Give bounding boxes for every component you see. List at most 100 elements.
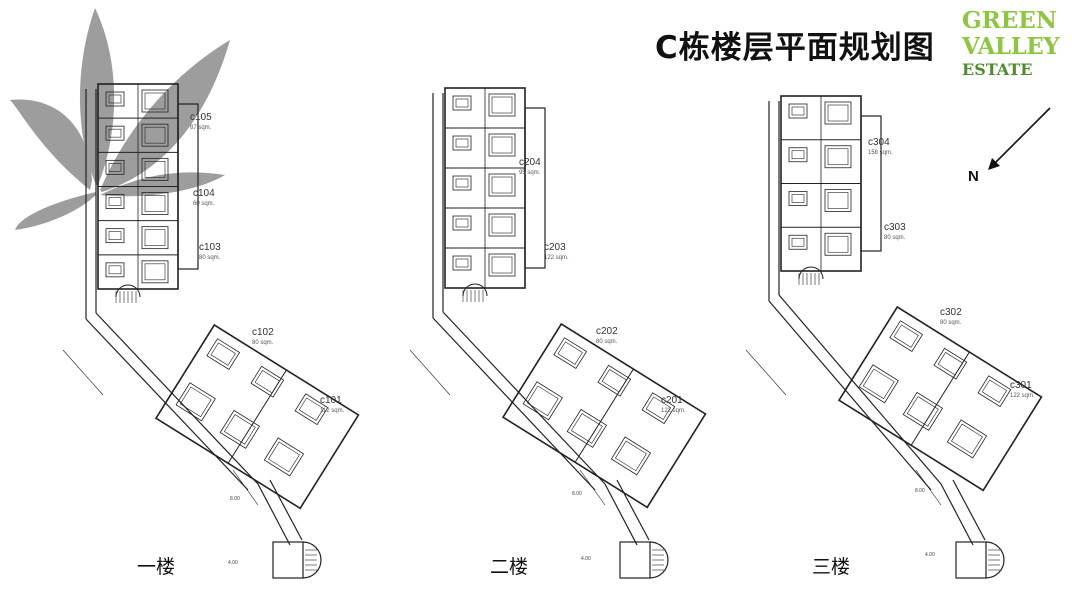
stair-icon	[462, 283, 488, 297]
furniture-icon	[788, 234, 808, 250]
furniture-icon	[141, 89, 169, 113]
furniture-icon	[522, 381, 563, 421]
furniture-icon	[488, 253, 516, 277]
unit-code: c204	[519, 157, 541, 168]
furniture-icon	[141, 260, 169, 284]
furniture-icon	[889, 320, 924, 353]
furniture-icon	[105, 262, 125, 278]
furniture-icon	[824, 189, 852, 212]
furniture-icon	[488, 173, 516, 197]
furniture-icon	[824, 101, 852, 125]
furniture-icon	[175, 382, 216, 422]
unit-code: c302	[940, 307, 962, 318]
dimension-label: 4.00	[581, 556, 591, 562]
dimension-label: 8.00	[915, 488, 925, 494]
furniture-icon	[488, 213, 516, 237]
furniture-icon	[141, 192, 169, 215]
furniture-icon	[263, 437, 305, 477]
dimension-line	[232, 469, 259, 506]
walkway	[616, 479, 650, 541]
dimension-label: 8.00	[572, 491, 582, 497]
page-title: C栋楼层平面规划图	[655, 30, 935, 66]
furniture-icon	[566, 408, 608, 448]
unit-area: 60 sqm.	[193, 201, 215, 207]
furniture-icon	[933, 347, 968, 380]
spiral-stair-icon	[302, 541, 322, 579]
furniture-icon	[788, 147, 808, 163]
furniture-icon	[452, 215, 472, 231]
unit-code: c201	[661, 395, 683, 406]
green-valley-logo: GREEN VALLEY ESTATE	[962, 6, 1074, 84]
corridor	[768, 300, 932, 491]
furniture-icon	[824, 145, 852, 169]
furniture-icon	[452, 95, 472, 111]
unit-code: c202	[596, 326, 618, 337]
logo-line-2: VALLEY	[962, 33, 1060, 60]
stair-icon	[115, 284, 141, 298]
corridor	[778, 294, 942, 485]
walkway	[952, 479, 986, 541]
furniture-icon	[977, 375, 1012, 408]
unit-code: c301	[1010, 380, 1032, 391]
unit-area: 122 sqm.	[1010, 393, 1035, 399]
unit-code: c104	[193, 188, 215, 199]
furniture-icon	[105, 228, 125, 244]
stair-landing	[272, 541, 304, 579]
unit-code: c105	[190, 112, 212, 123]
unit-area: 112 sqm.	[320, 408, 345, 414]
furniture-icon	[488, 93, 516, 117]
walkway	[940, 483, 974, 546]
furniture-icon	[452, 135, 472, 151]
unit-code: c303	[884, 222, 906, 233]
dimension-line	[579, 469, 606, 506]
unit-outline	[155, 324, 288, 464]
floor-1-label: 一楼	[137, 556, 176, 578]
unit-code: c101	[320, 395, 342, 406]
unit-area: 80 sqm.	[199, 255, 221, 261]
furniture-icon	[206, 338, 241, 371]
furniture-icon	[597, 364, 632, 397]
unit-area: 87 sqm.	[190, 125, 212, 131]
unit-outline	[838, 306, 971, 446]
furniture-icon	[641, 392, 676, 425]
corridor	[95, 312, 259, 485]
furniture-icon	[141, 157, 169, 181]
unit-code: c304	[868, 137, 890, 148]
logo-line-1: GREEN	[962, 7, 1057, 34]
floor-2-label: 二楼	[490, 556, 529, 578]
furniture-icon	[250, 365, 285, 398]
unit-area: 95 sqm.	[519, 170, 541, 176]
furniture-icon	[105, 159, 125, 175]
unit-area: 80 sqm.	[596, 339, 618, 345]
furniture-icon	[105, 91, 125, 107]
stair-landing	[955, 541, 987, 579]
dimension-label: 8.00	[230, 496, 240, 502]
stair-icon	[798, 266, 824, 280]
unit-area: 80 sqm.	[252, 340, 274, 346]
furniture-icon	[105, 125, 125, 141]
furniture-icon	[219, 409, 261, 449]
floor-3-label: 三楼	[812, 556, 851, 578]
furniture-icon	[610, 436, 652, 476]
spiral-stair-icon	[985, 541, 1005, 579]
unit-area: 80 sqm.	[940, 320, 962, 326]
upper-annex	[524, 107, 546, 269]
furniture-icon	[902, 391, 944, 431]
furniture-icon	[553, 337, 588, 370]
unit-code: c103	[199, 242, 221, 253]
dimension-line	[409, 349, 451, 396]
logo-line-3: ESTATE	[962, 60, 1033, 79]
walkway	[269, 479, 303, 541]
corridor	[442, 311, 606, 485]
walkway	[257, 483, 291, 546]
furniture-icon	[452, 255, 472, 271]
furniture-icon	[788, 103, 808, 119]
furniture-icon	[141, 226, 169, 250]
spiral-stair-icon	[649, 541, 669, 579]
unit-area: 158 sqm.	[868, 150, 893, 156]
dimension-line	[62, 349, 104, 396]
dimension-line	[915, 469, 942, 506]
